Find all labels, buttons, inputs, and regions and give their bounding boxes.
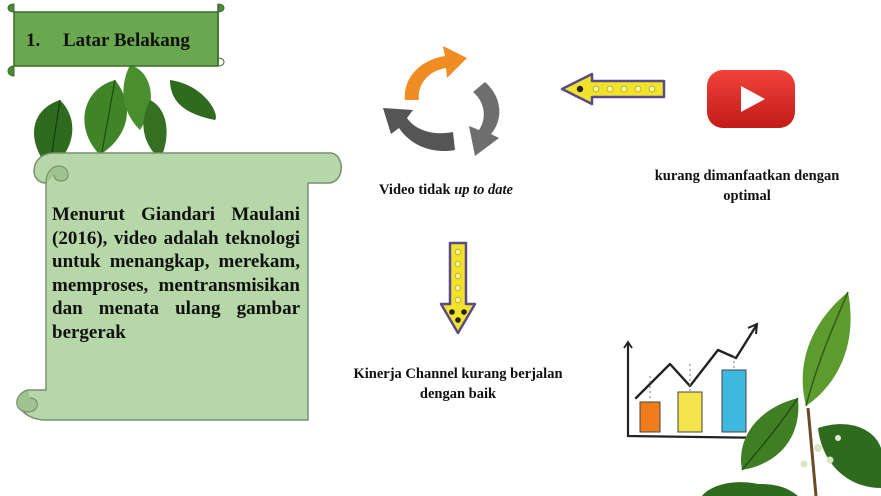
cycle-caption-prefix: Video tidak (378, 182, 455, 198)
arrow-down-icon (439, 241, 477, 335)
youtube-caption: kurang dimanfaatkan dengan optimal (654, 168, 840, 204)
heading-label: Latar Belakang (63, 30, 190, 51)
refresh-cycle-icon (383, 46, 500, 156)
growth-chart-icon (623, 322, 773, 443)
definition-scroll (16, 152, 342, 421)
heading-title: 1. Latar Belakang (0, 0, 232, 82)
cycle-caption-emphasis: up to date (454, 182, 513, 198)
performance-caption: Kinerja Channel kurang berjalan dengan b… (353, 366, 563, 402)
leaf-decoration-icon (702, 291, 881, 496)
heading-number: 1. (26, 30, 41, 51)
cycle-caption: Video tidak up to date (356, 180, 536, 200)
leaf-decoration-icon (33, 65, 216, 170)
definition-text: Menurut Giandari Maulani (2016), video a… (52, 204, 300, 343)
youtube-logo-icon (707, 70, 795, 128)
heading-ribbon (7, 3, 225, 77)
arrow-left-icon (560, 72, 666, 106)
